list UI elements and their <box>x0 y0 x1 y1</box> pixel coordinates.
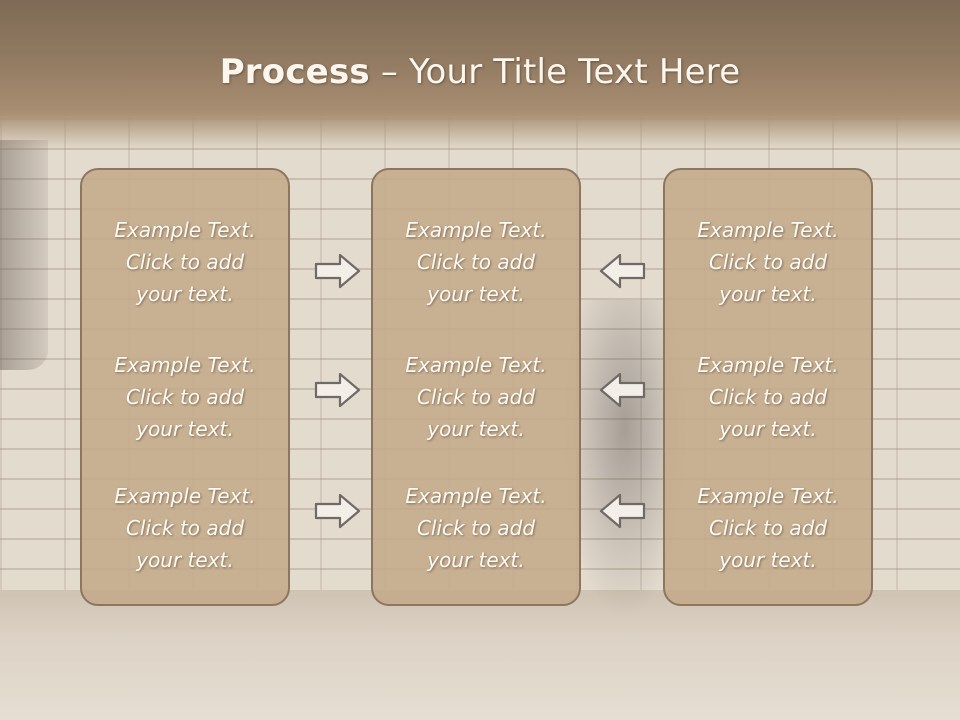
text-line: Click to add <box>125 516 245 540</box>
left-arrow-icon <box>597 251 647 291</box>
text-line: Click to add <box>708 385 828 409</box>
text-placeholder[interactable]: Example Text. Click to add your text. <box>373 214 579 310</box>
process-box-right[interactable]: Example Text. Click to add your text. Ex… <box>663 168 873 606</box>
title-rest: – Your Title Text Here <box>369 52 741 92</box>
right-arrow-icon <box>313 251 363 291</box>
text-line: Click to add <box>416 250 536 274</box>
text-placeholder[interactable]: Example Text. Click to add your text. <box>665 349 871 445</box>
process-box-left[interactable]: Example Text. Click to add your text. Ex… <box>80 168 290 606</box>
text-line: your text. <box>136 548 234 572</box>
text-placeholder[interactable]: Example Text. Click to add your text. <box>373 480 579 576</box>
process-box-center[interactable]: Example Text. Click to add your text. Ex… <box>371 168 581 606</box>
wall-shadow <box>0 140 48 370</box>
text-line: Example Text. <box>697 218 839 242</box>
text-placeholder[interactable]: Example Text. Click to add your text. <box>82 214 288 310</box>
text-line: Example Text. <box>405 484 547 508</box>
text-line: Click to add <box>125 385 245 409</box>
right-arrow-icon <box>313 370 363 410</box>
text-line: your text. <box>427 548 525 572</box>
text-placeholder[interactable]: Example Text. Click to add your text. <box>665 214 871 310</box>
text-line: Example Text. <box>405 353 547 377</box>
text-line: your text. <box>719 282 817 306</box>
title-bold: Process <box>219 52 370 92</box>
text-line: Example Text. <box>405 218 547 242</box>
text-line: Click to add <box>416 385 536 409</box>
text-line: your text. <box>719 548 817 572</box>
ground-background <box>0 590 960 720</box>
left-arrow-icon <box>597 370 647 410</box>
text-line: Click to add <box>416 516 536 540</box>
text-line: Click to add <box>125 250 245 274</box>
text-line: your text. <box>427 417 525 441</box>
text-line: your text. <box>136 282 234 306</box>
text-line: Example Text. <box>697 484 839 508</box>
text-line: your text. <box>719 417 817 441</box>
text-placeholder[interactable]: Example Text. Click to add your text. <box>373 349 579 445</box>
text-placeholder[interactable]: Example Text. Click to add your text. <box>82 480 288 576</box>
text-line: Example Text. <box>697 353 839 377</box>
left-arrow-icon <box>597 491 647 531</box>
text-line: Example Text. <box>114 353 256 377</box>
text-line: Click to add <box>708 516 828 540</box>
text-line: Example Text. <box>114 484 256 508</box>
right-arrow-icon <box>313 491 363 531</box>
text-line: your text. <box>136 417 234 441</box>
slide-title[interactable]: Process – Your Title Text Here <box>0 52 960 92</box>
text-line: Example Text. <box>114 218 256 242</box>
text-line: your text. <box>427 282 525 306</box>
text-placeholder[interactable]: Example Text. Click to add your text. <box>82 349 288 445</box>
text-line: Click to add <box>708 250 828 274</box>
text-placeholder[interactable]: Example Text. Click to add your text. <box>665 480 871 576</box>
title-band <box>0 0 960 150</box>
